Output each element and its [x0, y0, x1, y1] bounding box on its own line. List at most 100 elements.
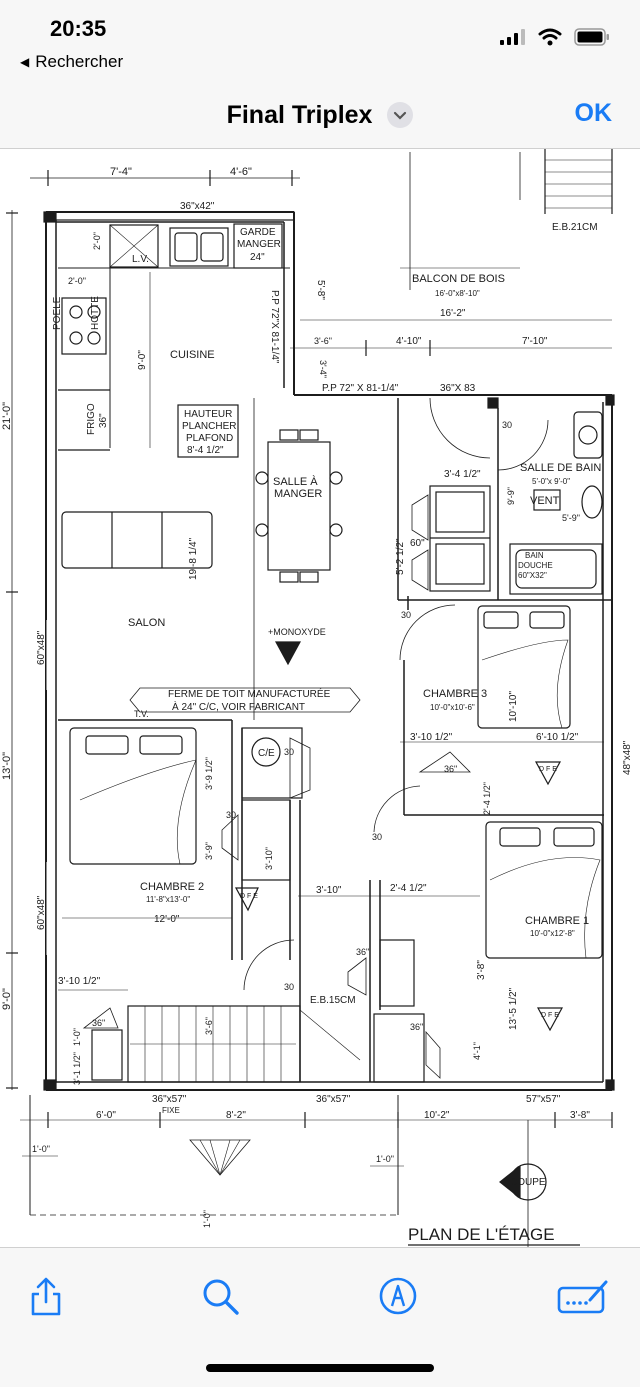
- label-ce: C/E: [258, 748, 275, 759]
- room-bathroom-dim: 5'-0"x 9'-0": [532, 477, 570, 486]
- share-button[interactable]: [24, 1274, 68, 1318]
- dim-1-0-a: 1'-0": [32, 1144, 50, 1154]
- dim-36-d: 36": [410, 1022, 423, 1032]
- label-hauteur-value: 8'-4 1/2": [187, 445, 224, 456]
- search-icon: [203, 1279, 239, 1315]
- floor-plan-document[interactable]: 7'-4" 4'-6" E.B.21CM 21'-0" 13'-0" 9'-0"…: [0, 149, 640, 1247]
- label-garde-manger: MANGER: [237, 239, 281, 250]
- dim-1-0-b: 1'-0": [376, 1154, 394, 1164]
- window-36x57-b: 36"x57": [316, 1094, 351, 1105]
- label-bain: BAIN: [525, 551, 544, 560]
- label-garde-size: 24": [250, 252, 265, 263]
- dim-5-8: 5'-8": [315, 280, 326, 300]
- dim-10-10: 10'-10": [508, 691, 519, 722]
- window-fixe: FIXE: [162, 1106, 180, 1115]
- label-douche: DOUCHE: [518, 561, 553, 570]
- share-icon: [31, 1277, 61, 1316]
- dfe-symbol-c: D F E: [541, 1012, 559, 1019]
- label-ferme-2: À 24" C/C, VOIR FABRICANT: [172, 700, 305, 713]
- dim-16-2: 16'-2": [440, 308, 466, 319]
- dim-3-4-12: 3'-4 1/2": [444, 469, 481, 480]
- label-frigo: FRIGO: [86, 403, 97, 435]
- signature-icon: [557, 1280, 608, 1314]
- document-title[interactable]: Final Triplex: [0, 100, 640, 130]
- dim-13-0: 13'-0": [1, 752, 13, 780]
- dim-9-9: 9'-9": [506, 487, 516, 505]
- dim-2-0-a: 2'-0": [92, 232, 102, 250]
- dim-3-1-12: 3'-1 1/2": [72, 1052, 82, 1085]
- dim-30-f: 30: [502, 420, 512, 430]
- chevron-down-icon[interactable]: [387, 102, 414, 129]
- eb21-label: E.B.21CM: [552, 222, 598, 233]
- label-frigo-size: 36": [98, 413, 109, 428]
- signature-button[interactable]: [556, 1274, 610, 1318]
- battery-icon: [574, 28, 609, 46]
- label-tv: T.V.: [134, 709, 149, 719]
- back-arrow-icon: ◀: [20, 55, 30, 69]
- dim-60: 60": [410, 538, 425, 549]
- room-bedroom-3: CHAMBRE 3: [423, 688, 487, 700]
- plan-title: PLAN DE L'ÉTAGE: [408, 1225, 555, 1244]
- dim-3-10-12-a: 3'-10 1/2": [410, 732, 453, 743]
- dim-36-c: 36": [92, 1018, 105, 1028]
- section-marker-coupe: COUPE: [510, 1177, 546, 1188]
- room-bedroom-3-dim: 10'-0"x10'-6": [430, 703, 475, 712]
- dim-7-4: 7'-4": [110, 166, 132, 178]
- label-hauteur: HAUTEUR: [184, 409, 232, 420]
- label-garde: GARDE: [240, 227, 276, 238]
- dim-9-0-kitchen: 9'-0": [137, 350, 148, 370]
- search-button[interactable]: [198, 1274, 242, 1318]
- label-poele: POELE: [52, 296, 63, 330]
- dim-13-5-12: 13'-5 1/2": [508, 987, 519, 1030]
- dim-3-8: 3'-8": [570, 1110, 590, 1121]
- dim-9-0: 9'-0": [1, 988, 13, 1010]
- label-plancher: PLANCHER: [182, 421, 236, 432]
- wifi-icon: [538, 28, 562, 46]
- dim-4-1: 4'-1": [472, 1042, 482, 1060]
- signal-icon: [500, 29, 525, 45]
- dim-3-6: 3'-6": [314, 336, 332, 346]
- floor-plan-drawing: 7'-4" 4'-6" E.B.21CM 21'-0" 13'-0" 9'-0"…: [1, 149, 633, 1247]
- bottom-toolbar: [0, 1247, 640, 1387]
- home-indicator[interactable]: [206, 1364, 434, 1372]
- label-monoxyde: +MONOXYDE: [268, 627, 326, 637]
- status-time: 20:35: [50, 16, 107, 41]
- dim-4-10: 4'-10": [396, 336, 422, 347]
- dim-3-9-12: 3'-9 1/2": [204, 757, 214, 790]
- label-plafond: PLAFOND: [186, 433, 233, 444]
- dim-12-0: 12'-0": [154, 914, 180, 925]
- window-36x42: 36"x42": [180, 201, 215, 212]
- label-vent: VENT: [530, 495, 560, 507]
- pp-door-vertical: P.P 72"X 81-1/4": [269, 290, 280, 364]
- room-bedroom-2: CHAMBRE 2: [140, 881, 204, 893]
- dim-2-4-12-v: 2'-4 1/2": [482, 782, 492, 815]
- dim-30-a: 30: [226, 810, 236, 820]
- eb15-label: E.B.15CM: [310, 995, 356, 1006]
- window-48x48: 48"x48": [622, 740, 633, 775]
- room-bathroom: SALLE DE BAIN: [520, 462, 601, 474]
- room-balcony-dim: 16'-0"x8'-10": [435, 289, 480, 298]
- dim-8-2: 8'-2": [226, 1110, 246, 1121]
- dim-4-6: 4'-6": [230, 166, 252, 178]
- dim-30-b: 30: [284, 747, 294, 757]
- room-living: SALON: [128, 617, 165, 629]
- back-to-search-button[interactable]: ◀ Rechercher: [20, 52, 123, 72]
- room-dining: SALLE À: [273, 475, 318, 488]
- done-button[interactable]: OK: [574, 99, 613, 127]
- label-ferme: FERME DE TOIT MANUFACTURÉE: [168, 687, 331, 700]
- dim-30-c: 30: [284, 982, 294, 992]
- dim-21-0: 21'-0": [1, 402, 13, 430]
- dim-3-10: 3'-10": [316, 885, 342, 896]
- markup-button[interactable]: [376, 1274, 420, 1318]
- document-title-text: Final Triplex: [226, 100, 373, 129]
- pp-door-horizontal: P.P 72" X 81-1/4": [322, 383, 399, 394]
- dfe-symbol-a: D F E: [240, 893, 258, 900]
- room-bedroom-1: CHAMBRE 1: [525, 915, 589, 927]
- room-kitchen: CUISINE: [170, 349, 215, 361]
- dim-3-8-v: 3'-8": [476, 960, 487, 980]
- window-60x48-b: 60"x48": [36, 895, 47, 930]
- dim-30-e: 30: [372, 832, 382, 842]
- dim-36-a: 36": [444, 764, 457, 774]
- dim-7-10: 7'-10": [522, 336, 548, 347]
- dim-30-d: 30: [401, 610, 411, 620]
